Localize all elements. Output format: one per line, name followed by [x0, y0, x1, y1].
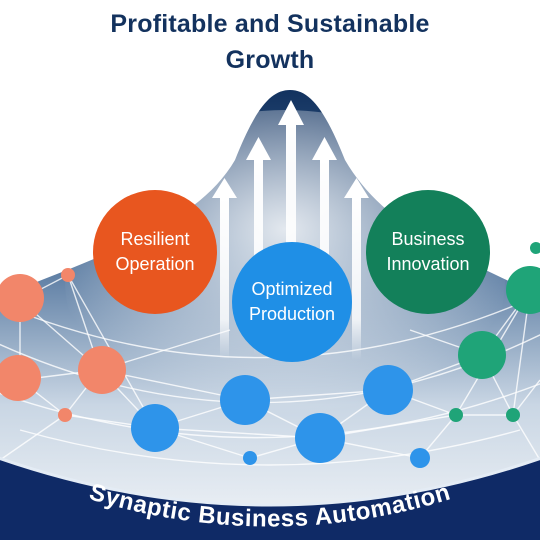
node: [410, 448, 430, 468]
node: [61, 268, 75, 282]
node: [458, 331, 506, 379]
node: [506, 266, 540, 314]
business-innovation-circle: [366, 190, 490, 314]
node: [506, 408, 520, 422]
title-line-1: Profitable and Sustainable: [110, 10, 430, 38]
node: [363, 365, 413, 415]
title-line-2: Growth: [225, 46, 315, 74]
node: [530, 242, 540, 254]
optimized-production-circle: [232, 242, 352, 362]
node: [131, 404, 179, 452]
node: [0, 355, 41, 401]
node: [220, 375, 270, 425]
network-nodes: [0, 242, 540, 468]
banner-band: [0, 458, 540, 540]
node: [78, 346, 126, 394]
banner-highlight: [0, 456, 540, 507]
node: [58, 408, 72, 422]
node: [0, 274, 44, 322]
node: [295, 413, 345, 463]
resilient-operation-circle: [93, 190, 217, 314]
node: [449, 408, 463, 422]
node: [243, 451, 257, 465]
